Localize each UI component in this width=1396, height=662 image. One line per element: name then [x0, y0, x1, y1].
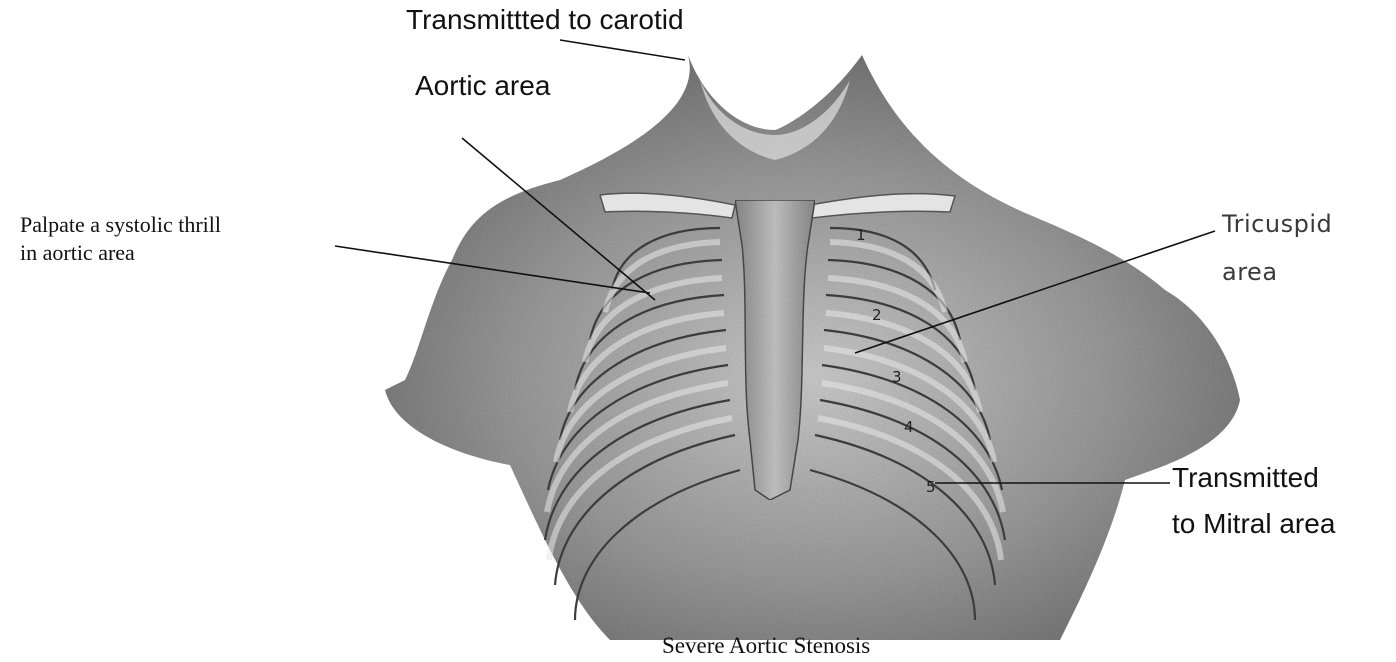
rib-number-3: 3: [892, 368, 902, 386]
rib-number-2: 2: [872, 306, 882, 324]
mitral-label-line1: Transmitted: [1172, 462, 1319, 493]
carotid-label: Transmittted to carotid: [406, 4, 684, 35]
rib-number-4: 4: [904, 418, 914, 436]
torso-silhouette: [385, 55, 1240, 640]
thrill-label-line1: Palpate a systolic thrill: [20, 212, 221, 238]
tricuspid-label-line2: area: [1222, 258, 1278, 287]
thrill-label-line2: in aortic area: [20, 240, 135, 266]
rib-number-1: 1: [856, 226, 866, 244]
mitral-label-line2: to Mitral area: [1172, 508, 1335, 539]
carotid-leader-line: [560, 40, 685, 60]
aortic-area-label: Aortic area: [415, 70, 550, 101]
tricuspid-label-line1: Tricuspid: [1222, 210, 1332, 239]
figure-caption: Severe Aortic Stenosis: [662, 632, 870, 660]
rib-number-5: 5: [926, 478, 936, 496]
